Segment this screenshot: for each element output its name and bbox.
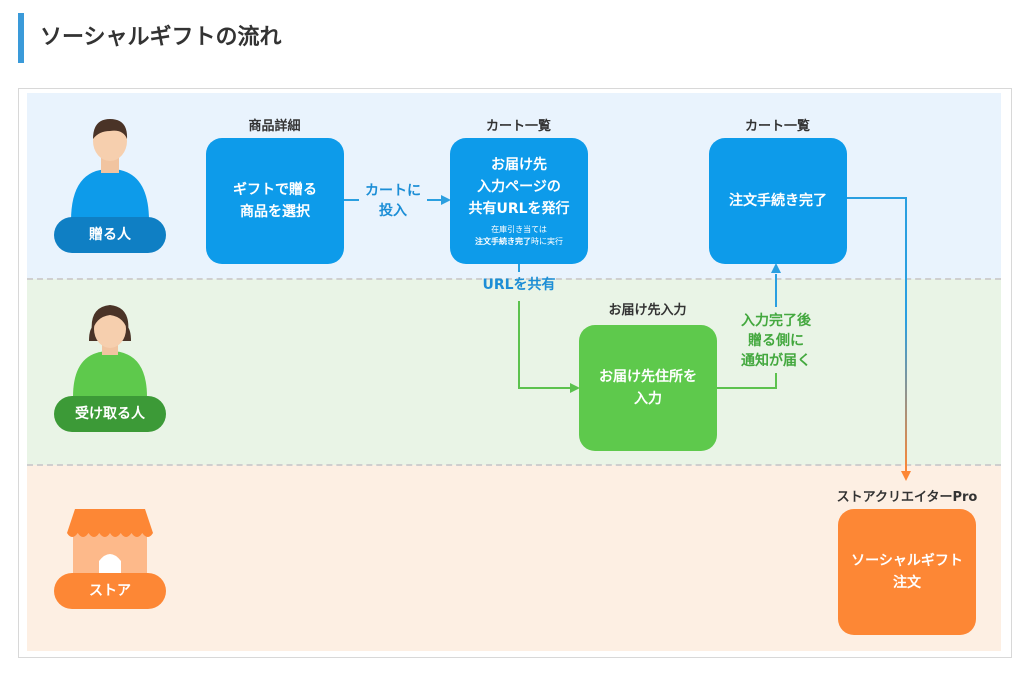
note-suffix: 時に実行 [531,237,563,246]
box-text: 共有URLを発行 [468,201,570,217]
box-store-order: ソーシャルギフト 注文 [838,509,976,635]
box-cart-share: お届け先 入力ページの 共有URLを発行 在庫引き当ては 注文手続き完了時に実行 [450,138,588,264]
edge-text: 贈る側に [748,333,804,349]
receiver-lane [27,279,1001,465]
label-add-to-cart: カートに 投入 [357,181,429,221]
box-text: ソーシャルギフト [851,553,963,569]
caption-address-input: お届け先入力 [608,303,687,318]
connectors [344,195,911,481]
edge-text: カートに [365,183,421,199]
box-text: お届け先 [491,157,547,173]
box-text: 注文 [893,575,921,591]
store-label: ストア [54,573,166,609]
box-text: お届け先住所を [599,369,697,385]
caption-product-detail: 商品詳細 [248,119,301,134]
edge-text: 入力完了後 [741,313,811,329]
label-notify: 入力完了後 贈る側に 通知が届く [731,311,821,371]
box-product-detail: ギフトで贈る 商品を選択 [206,138,344,264]
edge-to-store [846,197,907,471]
lane-divider [27,464,1001,466]
giver-label: 贈る人 [54,217,166,253]
edge-share-url [518,301,571,389]
note-line: 在庫引き当ては [491,225,547,234]
box-note: 在庫引き当ては 注文手続き完了時に実行 [475,224,563,248]
box-text: 入力ページの [477,179,561,195]
page-title: ソーシャルギフトの流れ [18,13,282,63]
receiver-label: 受け取る人 [54,396,166,432]
flow-diagram: 贈る人 受け取る人 ストア 商品詳細 カート一覧 カート一覧 お届け先入力 スト… [18,88,1012,658]
receiver-person-icon [73,305,147,397]
store-icon [67,509,153,579]
box-text: 商品を選択 [240,204,310,220]
edge-notify [717,373,777,389]
caption-cart-share: カート一覧 [485,119,551,134]
actor-icons [67,119,153,579]
edge-text: 投入 [379,203,407,219]
box-text: 注文手続き完了 [729,193,827,209]
box-address-input: お届け先住所を 入力 [579,325,717,451]
note-bold: 注文手続き完了 [475,237,531,246]
box-text: ギフトで贈る [233,182,317,198]
edge-text: 通知が届く [741,353,811,369]
label-share-url: URLを共有 [482,277,556,293]
box-cart-complete: 注文手続き完了 [709,138,847,264]
caption-cart-complete: カート一覧 [744,119,810,134]
caption-store-order: ストアクリエイターPro [836,490,978,505]
lane-divider [27,278,1001,280]
box-text: 入力 [634,391,662,407]
giver-person-icon [71,119,149,221]
